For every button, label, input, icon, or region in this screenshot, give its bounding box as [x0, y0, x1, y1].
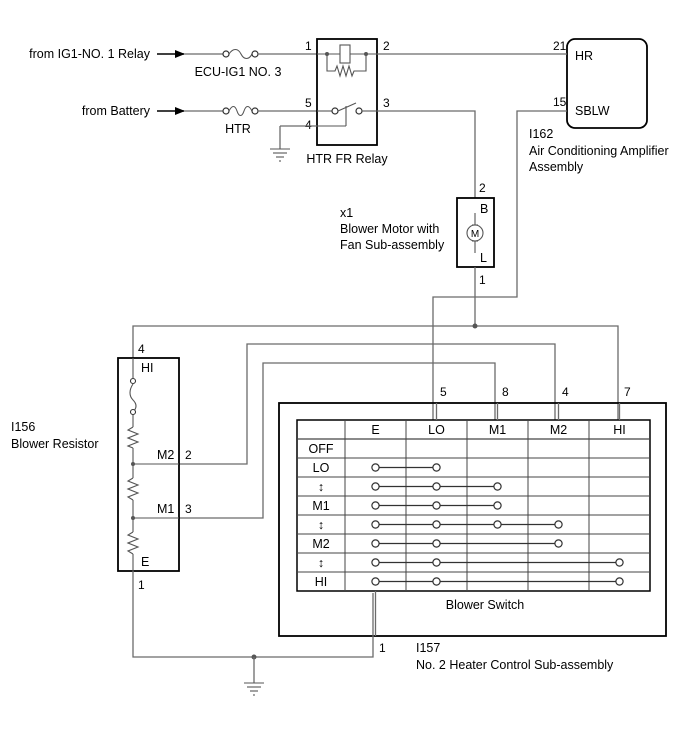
- switch-contact-point: [432, 539, 441, 548]
- hc-pin-7: 7: [624, 385, 631, 399]
- switch-row-label: M1: [312, 499, 329, 513]
- resistor-pin-2: 2: [185, 448, 192, 462]
- switch-contact-point: [432, 520, 441, 529]
- switch-contact-point: [371, 539, 380, 548]
- switch-row-label: ↕: [318, 480, 324, 494]
- blower-motor: M B L 2 1 x1 Blower Motor with Fan Sub-a…: [340, 181, 495, 287]
- hc-id: I157: [416, 641, 440, 655]
- motor-symbol: M: [471, 229, 479, 240]
- hc-pin-5: 5: [440, 385, 447, 399]
- relay-pin-1: 1: [305, 39, 312, 53]
- hc-pin-4: 4: [562, 385, 569, 399]
- resistor-terminal-m2: M2: [157, 448, 174, 462]
- amp-id: I162: [529, 127, 553, 141]
- fuse-ecu-ig1-label: ECU-IG1 NO. 3: [195, 65, 282, 79]
- switch-row-label: LO: [313, 461, 330, 475]
- amp-name-line2: Assembly: [529, 160, 584, 174]
- resistor-pin-4: 4: [138, 342, 145, 356]
- switch-contact-point: [432, 558, 441, 567]
- relay-pin-4: 4: [305, 118, 312, 132]
- switch-col-header: E: [371, 423, 379, 437]
- resistor-pin-3: 3: [185, 502, 192, 516]
- fuse-htr: HTR: [184, 105, 317, 136]
- switch-col-header: M2: [550, 423, 567, 437]
- resistor-terminal-m1: M1: [157, 502, 174, 516]
- switch-row-label: HI: [315, 575, 328, 589]
- hc-pin-8: 8: [502, 385, 509, 399]
- switch-contact-point: [371, 482, 380, 491]
- resistor-id: I156: [11, 420, 35, 434]
- bottom-ground: [132, 571, 374, 696]
- amp-pin-hr-label: HR: [575, 49, 593, 63]
- switch-contact-point: [371, 520, 380, 529]
- amp-pin-sblw-label: SBLW: [575, 104, 610, 118]
- motor-pin-1: 1: [479, 273, 486, 287]
- amp-pin-15: 15: [553, 95, 567, 109]
- source-battery-label: from Battery: [82, 104, 151, 118]
- motor-id: x1: [340, 206, 353, 220]
- relay-pin-5: 5: [305, 96, 312, 110]
- relay-pin-3: 3: [383, 96, 390, 110]
- power-sources: from IG1-NO. 1 Relay from Battery: [29, 47, 185, 118]
- wires-motor-to-resistor: [132, 267, 619, 519]
- source-ig1-relay-label: from IG1-NO. 1 Relay: [29, 47, 151, 61]
- resistor-name: Blower Resistor: [11, 437, 99, 451]
- switch-contact-point: [371, 501, 380, 510]
- switch-col-header: LO: [428, 423, 445, 437]
- resistor-terminal-hi: HI: [141, 361, 154, 375]
- switch-row-label: M2: [312, 537, 329, 551]
- relay-ground: [270, 125, 317, 162]
- motor-name-line1: Blower Motor with: [340, 222, 439, 236]
- amp-pin-21: 21: [553, 39, 567, 53]
- switch-contact-point: [371, 463, 380, 472]
- switch-row-label: ↕: [318, 556, 324, 570]
- motor-pin-2: 2: [479, 181, 486, 195]
- switch-contact-point: [493, 482, 502, 491]
- switch-contact-point: [615, 558, 624, 567]
- blower-resistor: HI M2 M1 E 4 2 3 1 I156 Blower Resistor: [11, 342, 192, 592]
- switch-contact-point: [493, 501, 502, 510]
- hc-pin-1: 1: [379, 641, 386, 655]
- relay-pin-2: 2: [383, 39, 390, 53]
- ac-amplifier: HR SBLW 21 15 I162 Air Conditioning Ampl…: [529, 38, 669, 174]
- switch-contact-point: [554, 539, 563, 548]
- motor-name-line2: Fan Sub-assembly: [340, 238, 445, 252]
- switch-contact-point: [432, 501, 441, 510]
- wires-top: [377, 53, 567, 420]
- hc-name: No. 2 Heater Control Sub-assembly: [416, 658, 614, 672]
- switch-table-border: [296, 419, 651, 592]
- motor-terminal-l: L: [480, 251, 487, 265]
- fuse-htr-label: HTR: [225, 122, 251, 136]
- switch-contact-point: [432, 577, 441, 586]
- switch-contact-point: [615, 577, 624, 586]
- htr-fr-relay: 1 2 5 3 4 HTR FR Relay: [305, 38, 390, 166]
- resistor-terminal-e: E: [141, 555, 149, 569]
- switch-contact-point: [432, 482, 441, 491]
- fuse-ecu-ig1: ECU-IG1 NO. 3: [184, 48, 317, 79]
- switch-contact-point: [432, 463, 441, 472]
- switch-contact-point: [371, 558, 380, 567]
- amp-name-line1: Air Conditioning Amplifier: [529, 144, 669, 158]
- switch-row-label: ↕: [318, 518, 324, 532]
- relay-name: HTR FR Relay: [306, 152, 388, 166]
- motor-terminal-b: B: [480, 202, 488, 216]
- switch-col-header: HI: [613, 423, 626, 437]
- switch-name: Blower Switch: [446, 598, 525, 612]
- switch-col-header: M1: [489, 423, 506, 437]
- heater-control-assembly: 5 8 4 7 1 Blower Switch I157 No. 2 Heate…: [278, 385, 667, 672]
- resistor-pin-1: 1: [138, 578, 145, 592]
- switch-contact-point: [554, 520, 563, 529]
- switch-contact-point: [493, 520, 502, 529]
- switch-contact-point: [371, 577, 380, 586]
- switch-row-label: OFF: [309, 442, 334, 456]
